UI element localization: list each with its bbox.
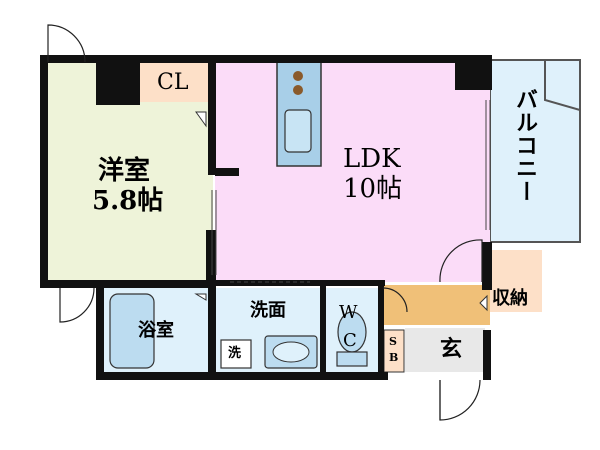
storage-area — [490, 250, 542, 312]
washroom-label: 洗面 — [250, 300, 286, 321]
walls — [40, 55, 492, 380]
closet-label: CL — [157, 70, 189, 95]
ldk-size: 10帖 — [343, 174, 403, 204]
entrance-area — [405, 328, 485, 372]
ldk-area — [215, 62, 490, 282]
sliding-doors — [211, 100, 491, 283]
storage-label: 収納 — [492, 288, 528, 309]
entrance-label: 玄 — [440, 336, 463, 362]
stove-burner-icon — [293, 71, 303, 81]
balcony-rail — [490, 59, 581, 243]
bathroom-label: 浴室 — [138, 320, 174, 341]
ldk-name: LDK — [343, 144, 401, 174]
bathtub-icon — [109, 293, 155, 369]
shoe-box-label-s: S — [389, 335, 397, 348]
shoe-box-label-b: B — [389, 351, 399, 364]
storage-door-mark — [479, 294, 488, 312]
bath-door-mark — [194, 293, 207, 301]
basin-bowl-icon — [272, 341, 310, 363]
washer-label: 洗 — [228, 346, 242, 361]
closet-area — [140, 62, 208, 102]
toilet-label-c: C — [343, 330, 357, 351]
door-swings — [47, 24, 483, 421]
washer-space — [220, 339, 252, 369]
toilet-label-w: W — [339, 302, 358, 323]
western-room-size: 5.8帖 — [92, 186, 164, 216]
balcony-label: バルコニー — [512, 88, 538, 203]
toilet-tank-icon — [336, 351, 368, 367]
kitchen-sink-icon — [284, 109, 312, 153]
stove-burner-icon — [293, 85, 303, 95]
balcony-area — [489, 59, 581, 243]
closet-door-mark — [195, 111, 207, 128]
western-room-name: 洋室 — [98, 156, 151, 186]
corridor-area — [383, 285, 490, 325]
